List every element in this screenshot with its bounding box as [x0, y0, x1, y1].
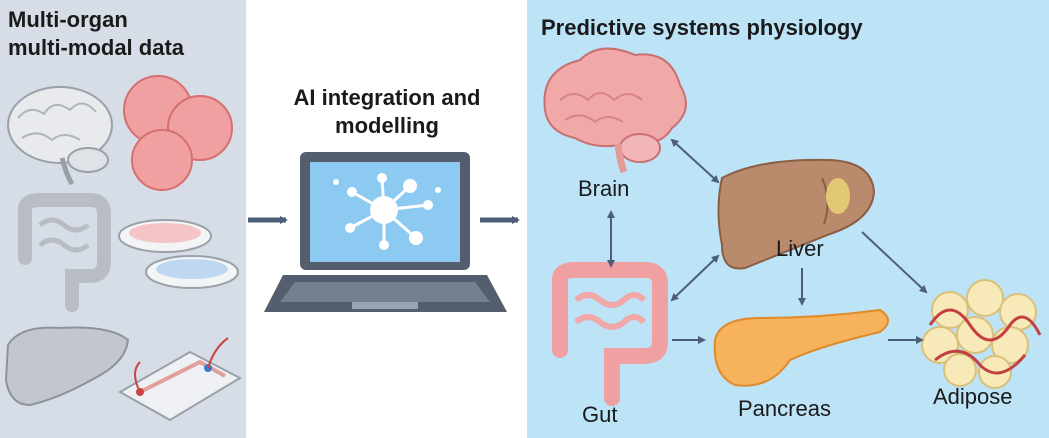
- middle-title-line-2: modelling: [335, 113, 439, 138]
- adipose-icon: [921, 279, 1042, 389]
- middle-title: AI integration and modelling: [258, 84, 516, 140]
- gut-label: Gut: [582, 402, 618, 427]
- grey-liver-icon: [4, 326, 130, 407]
- left-title-line-1: Multi-organ: [8, 7, 128, 32]
- left-title-line-2: multi-modal data: [8, 35, 185, 60]
- right-panel-title: Predictive systems physiology: [541, 15, 863, 40]
- left-panel-title: Multi-organ multi-modal data: [8, 6, 248, 62]
- grey-brain-icon: [7, 86, 113, 186]
- adipose-label: Adipose: [933, 384, 1013, 409]
- gut-icon: [552, 262, 668, 406]
- brain-label: Brain: [578, 176, 630, 201]
- liver-label: Liver: [776, 236, 824, 261]
- petri-dish-icon: [118, 219, 239, 289]
- network-icon: [333, 173, 441, 250]
- liver-icon: [717, 158, 876, 270]
- brain-icon: [543, 47, 687, 174]
- middle-title-line-1: AI integration and: [293, 85, 481, 110]
- cell-spheroid-icon: [123, 75, 233, 191]
- pancreas-icon: [713, 308, 889, 387]
- grey-intestine-icon: [18, 193, 111, 312]
- organ-on-chip-icon: [117, 337, 243, 422]
- arrow-liver-adipose: [861, 231, 928, 294]
- arrow-gut-liver: [670, 254, 720, 302]
- pancreas-label: Pancreas: [738, 396, 831, 421]
- arrow-brain-liver: [670, 138, 720, 184]
